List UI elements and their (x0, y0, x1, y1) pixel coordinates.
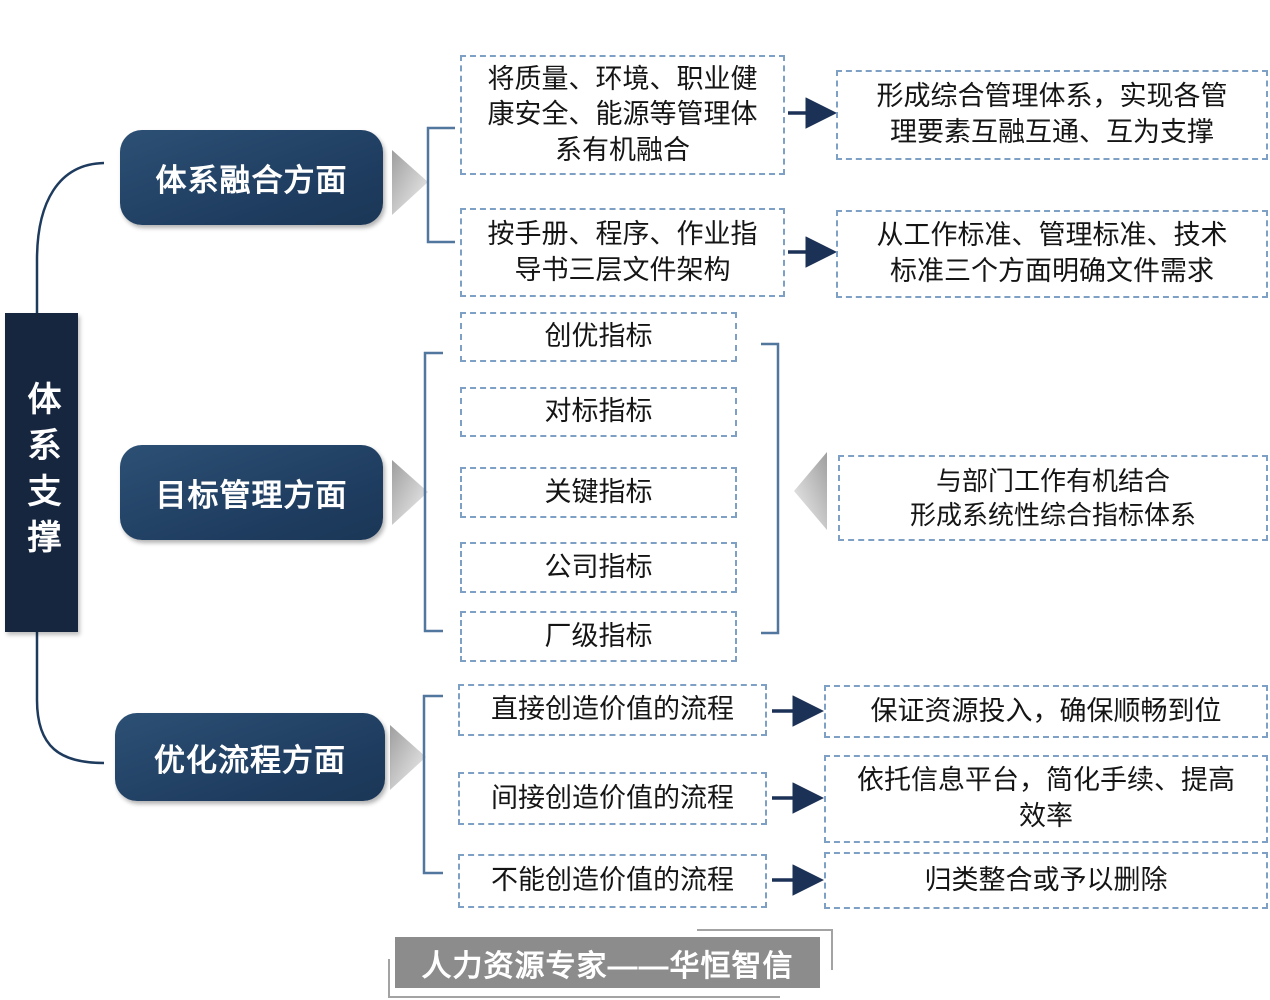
node-indicator-5: 厂级指标 (460, 611, 737, 662)
branch-node-system-integration: 体系融合方面 (120, 130, 383, 225)
branch-node-label: 目标管理方面 (155, 478, 348, 513)
root-node-label: 体系支撑 (22, 380, 60, 565)
node-process-item-2: 间接创造价值的流程 (458, 772, 767, 825)
footer-banner: 人力资源专家——华恒智信 (395, 937, 820, 988)
node-integration-result-1: 形成综合管理体系，实现各管 理要素互融互通、互为支撑 (836, 70, 1268, 160)
connector-curve-top (35, 161, 105, 315)
node-process-result-3: 归类整合或予以删除 (824, 852, 1268, 909)
banner-frame-top-right (697, 929, 833, 970)
banner-frame-bottom-left (388, 959, 780, 998)
chevron-right-icon (392, 150, 428, 215)
node-process-result-2: 依托信息平台，简化手续、提高 效率 (824, 755, 1268, 843)
node-integration-item-2: 按手册、程序、作业指 导书三层文件架构 (460, 208, 785, 297)
node-text: 创优指标 (544, 321, 653, 352)
node-text: 关键指标 (544, 476, 653, 507)
node-text: 归类整合或予以删除 (924, 864, 1168, 895)
node-text: 不能创造价值的流程 (491, 865, 734, 896)
node-text: 保证资源投入，确保顺畅到位 (870, 695, 1222, 726)
branch-node-process-optimization: 优化流程方面 (115, 713, 385, 801)
bracket-branch2-right (761, 342, 780, 635)
bracket-branch1 (426, 126, 455, 244)
node-text: 从工作标准、管理标准、技术 标准三个方面明确文件需求 (876, 220, 1228, 286)
bracket-branch3 (422, 694, 443, 875)
node-process-result-1: 保证资源投入，确保顺畅到位 (824, 685, 1268, 738)
node-indicator-4: 公司指标 (460, 542, 737, 593)
node-indicator-3: 关键指标 (460, 467, 737, 518)
bracket-branch2-left (423, 351, 443, 633)
node-text: 对标指标 (544, 396, 653, 427)
node-integration-item-1: 将质量、环境、职业健 康安全、能源等管理体 系有机融合 (460, 55, 785, 175)
node-text: 按手册、程序、作业指 导书三层文件架构 (487, 218, 758, 285)
chevron-right-icon (390, 725, 426, 790)
branch-node-label: 体系融合方面 (155, 163, 348, 198)
connector-curve-bottom (35, 630, 105, 765)
node-text: 与部门工作有机结合 形成系统性综合指标体系 (909, 465, 1196, 530)
node-integration-result-2: 从工作标准、管理标准、技术 标准三个方面明确文件需求 (836, 210, 1268, 298)
chevron-left-icon (794, 452, 827, 530)
node-process-item-3: 不能创造价值的流程 (458, 854, 767, 908)
node-text: 依托信息平台，简化手续、提高 效率 (857, 765, 1235, 831)
node-text: 厂级指标 (544, 620, 653, 651)
root-node-system-support: 体系支撑 (5, 313, 78, 632)
footer-banner-text: 人力资源专家——华恒智信 (421, 949, 794, 983)
node-text: 形成综合管理体系，实现各管 理要素互融互通、互为支撑 (876, 81, 1228, 147)
chevron-right-icon (392, 460, 428, 525)
node-text: 间接创造价值的流程 (491, 782, 734, 813)
node-indicator-2: 对标指标 (460, 387, 737, 437)
node-text: 将质量、环境、职业健 康安全、能源等管理体 系有机融合 (487, 63, 758, 165)
branch-node-target-management: 目标管理方面 (120, 445, 383, 540)
node-process-item-1: 直接创造价值的流程 (458, 684, 767, 736)
node-text: 公司指标 (544, 551, 653, 582)
branch-node-label: 优化流程方面 (154, 742, 346, 778)
node-indicator-1: 创优指标 (460, 312, 737, 362)
node-target-summary: 与部门工作有机结合 形成系统性综合指标体系 (838, 455, 1268, 541)
node-text: 直接创造价值的流程 (491, 694, 734, 725)
